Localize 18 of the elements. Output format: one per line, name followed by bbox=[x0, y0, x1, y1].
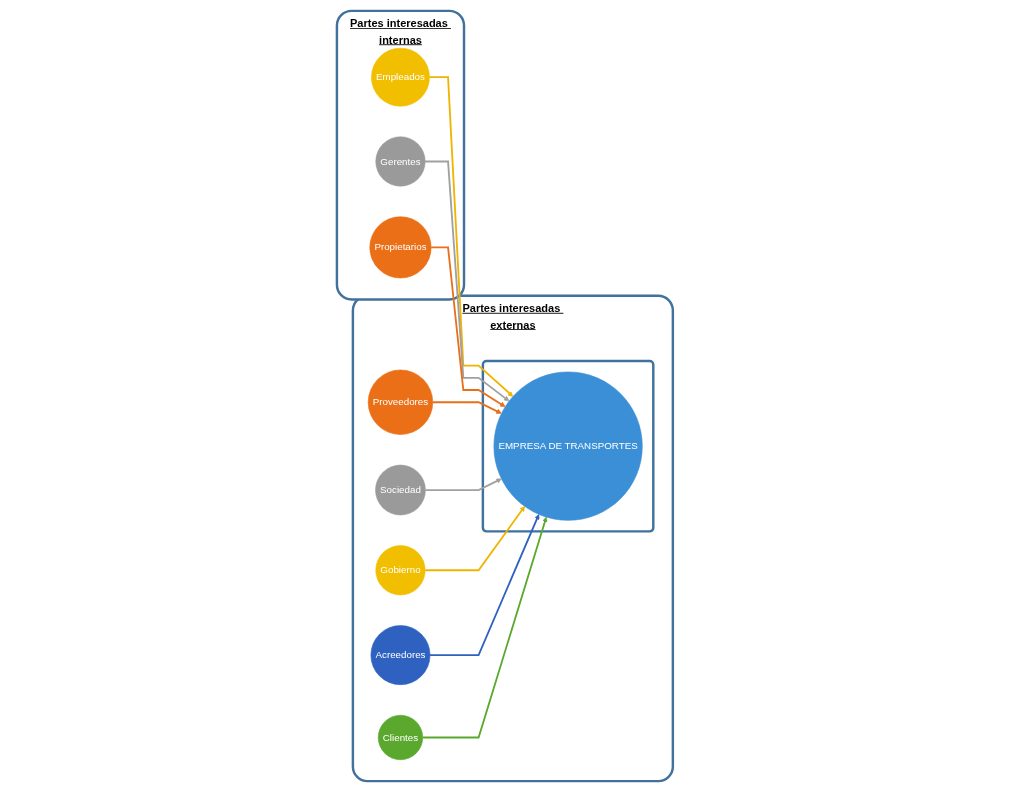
arrow bbox=[431, 400, 502, 414]
node-circle: Acreedores bbox=[370, 624, 431, 685]
node-circle: Gerentes bbox=[375, 136, 426, 186]
node-circle: EMPRESA DE TRANSPORTES bbox=[493, 371, 643, 521]
node-circle: Propietarios bbox=[369, 215, 432, 278]
arrow bbox=[424, 478, 502, 491]
node-circle: Proveedores bbox=[367, 369, 434, 435]
node-circle: Clientes bbox=[378, 714, 424, 760]
node-circle: Gobierno bbox=[375, 544, 426, 595]
arrow bbox=[428, 75, 514, 397]
arrow bbox=[424, 505, 526, 571]
node-circle: Sociedad bbox=[375, 464, 426, 515]
node-circle: Empleados bbox=[371, 47, 430, 107]
arrow bbox=[424, 160, 510, 401]
arrow bbox=[421, 516, 548, 738]
cluster bbox=[481, 359, 655, 533]
arrow bbox=[429, 513, 540, 656]
arrow bbox=[430, 245, 506, 407]
